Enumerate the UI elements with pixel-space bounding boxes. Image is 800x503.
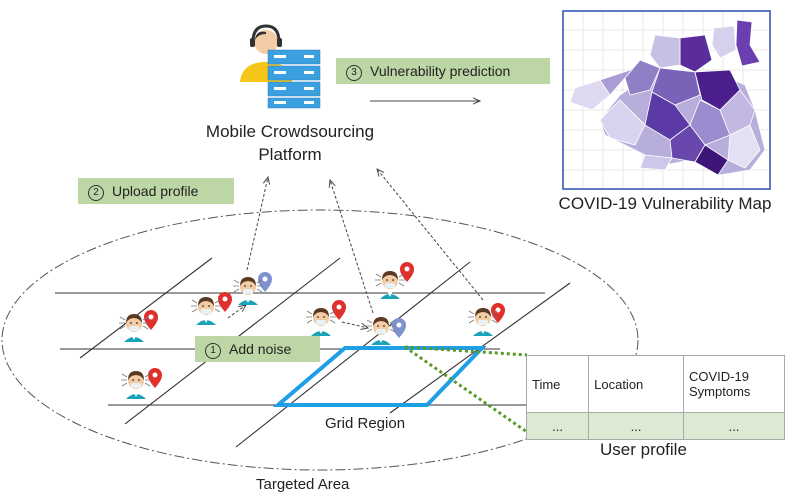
table-row: ... ... ... (525, 412, 785, 440)
noise-arrow-1 (227, 305, 246, 319)
location-pin-icon (148, 368, 162, 388)
upload-arrows (246, 169, 484, 314)
location-pin-icon (332, 300, 346, 320)
user-profile-table: Time Location COVID-19 Symptoms ... ... … (525, 355, 785, 440)
location-pin-icon (400, 262, 414, 282)
step-label: Upload profile (112, 183, 199, 199)
user-avatar-icon (374, 270, 406, 300)
step-label: Vulnerability prediction (370, 63, 511, 79)
server-icon (267, 49, 321, 109)
choropleth-map-icon (569, 19, 766, 176)
table-cell: ... (525, 412, 590, 440)
vulnerability-map (562, 10, 771, 190)
targeted-area-label: Targeted Area (256, 476, 350, 493)
noise-arrow-2 (341, 321, 368, 328)
user-avatar-icon (120, 370, 152, 400)
step-number: 3 (346, 65, 362, 81)
table-header-row: Time Location COVID-19 Symptoms (525, 355, 785, 413)
location-pin-icon (144, 310, 158, 330)
table-header-cell: Time (525, 355, 590, 413)
location-pin-icon (258, 272, 272, 292)
targeted-area-ellipse (1, 209, 639, 471)
platform-label-line2: Platform (258, 145, 322, 164)
user-profile-caption: User profile (600, 440, 687, 459)
user-avatar-icon (305, 307, 337, 337)
platform-label-line1: Mobile Crowdsourcing (205, 122, 375, 141)
step-number: 1 (205, 343, 221, 359)
table-cell: ... (588, 412, 684, 440)
step-number: 2 (88, 185, 104, 201)
platform-label: Mobile Crowdsourcing Platform (150, 120, 430, 166)
location-pin-icon (392, 318, 406, 338)
step-label: Add noise (229, 341, 292, 357)
table-cell: ... (683, 412, 785, 440)
step-vulnerability-prediction: 3 Vulnerability prediction (336, 58, 550, 84)
location-pin-icon (218, 292, 232, 312)
grid-region-label: Grid Region (325, 415, 406, 432)
profile-link-lines (404, 345, 528, 434)
step-upload-profile: 2 Upload profile (78, 178, 234, 204)
step-add-noise: 1 Add noise (195, 336, 320, 362)
user-avatar-icon (190, 296, 222, 326)
table-header-cell: COVID-19 Symptoms (683, 355, 785, 413)
map-caption: COVID-19 Vulnerability Map (558, 194, 772, 213)
table-header-cell: Location (588, 355, 684, 413)
